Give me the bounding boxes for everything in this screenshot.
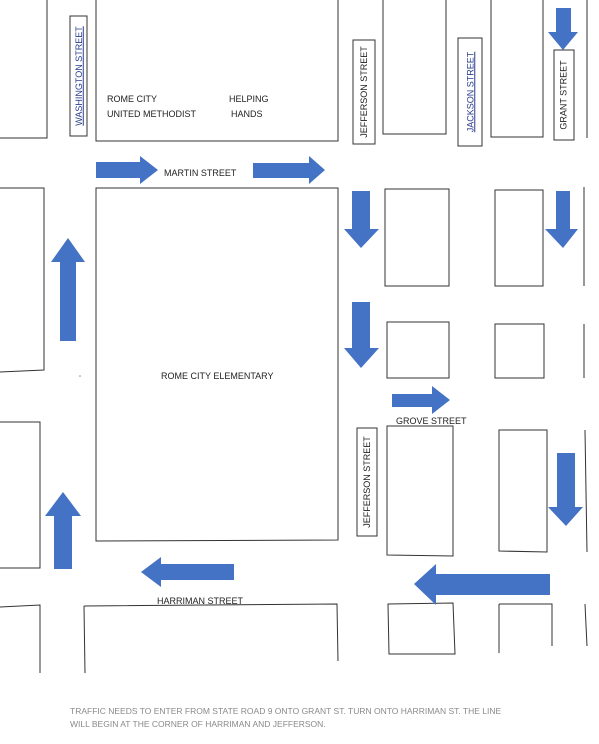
school-block [95, 187, 339, 542]
traffic-instructions: TRAFFIC NEEDS TO ENTER FROM STATE ROAD 9… [70, 705, 550, 731]
helping-hands-label-line2: HANDS [231, 109, 263, 119]
block-outline [0, 0, 48, 139]
arrow-up-washington-upper [51, 238, 85, 341]
church-label-line1: ROME CITY [107, 94, 158, 104]
grant-street-label: GRANT STREET [559, 60, 569, 130]
helping-hands-label-line1: HELPING [229, 94, 269, 104]
block-outline [386, 425, 454, 557]
school-label: ROME CITY ELEMENTARY [161, 371, 274, 381]
block-outline [0, 187, 45, 373]
block-outline [83, 603, 339, 662]
block-outline [95, 0, 339, 142]
block-outline [490, 0, 544, 138]
block-outline [498, 429, 548, 553]
arrow-down-grant-lower [548, 453, 583, 526]
block-outline [386, 321, 450, 379]
arrow-left-harriman-west [141, 557, 234, 587]
block-outline [83, 605, 86, 674]
jackson-street-label: JACKSON STREET [465, 51, 476, 133]
church-label-line2: UNITED METHODIST [107, 109, 196, 119]
jefferson-north-sign-box [352, 39, 376, 145]
map-dot [79, 375, 81, 377]
washington-street-label: WASHINGTON STREET [73, 26, 84, 126]
arrow-left-harriman-east [414, 564, 550, 605]
grant-sign-box [553, 49, 575, 141]
arrow-right-martin-west [96, 156, 158, 184]
block-outline [0, 604, 41, 673]
block-outline [387, 602, 456, 655]
block-outline [584, 603, 588, 647]
jefferson-south-sign-box [356, 427, 378, 537]
martin-street-label: MARTIN STREET [164, 168, 237, 178]
arrow-down-jefferson-lower [344, 302, 379, 368]
jackson-sign-box [457, 37, 483, 147]
block-outline [0, 421, 41, 569]
arrow-up-washington-lower [45, 492, 81, 569]
instruction-line-2: WILL BEGIN AT THE CORNER OF HARRIMAN AND… [70, 719, 326, 729]
grove-street-label: GROVE STREET [396, 416, 467, 426]
jefferson-street-north-label: JEFFERSON STREET [359, 46, 370, 138]
jefferson-street-south-label: JEFFERSON STREET [362, 436, 373, 528]
block-outline [494, 189, 544, 287]
harriman-street-label: HARRIMAN STREET [157, 596, 244, 606]
instruction-line-1: TRAFFIC NEEDS TO ENTER FROM STATE ROAD 9… [70, 706, 502, 716]
arrow-down-jefferson-upper [344, 191, 379, 248]
block-outline [584, 429, 588, 553]
arrow-right-martin-east [253, 156, 325, 184]
block-outline [499, 603, 553, 646]
arrow-down-grant-top [548, 8, 578, 50]
arrow-right-grove [392, 386, 450, 414]
block-outline [494, 323, 545, 379]
arrow-down-grant-mid [545, 191, 578, 248]
washington-sign-box [69, 15, 88, 137]
block-outline [384, 188, 450, 287]
block-outline [382, 0, 447, 135]
